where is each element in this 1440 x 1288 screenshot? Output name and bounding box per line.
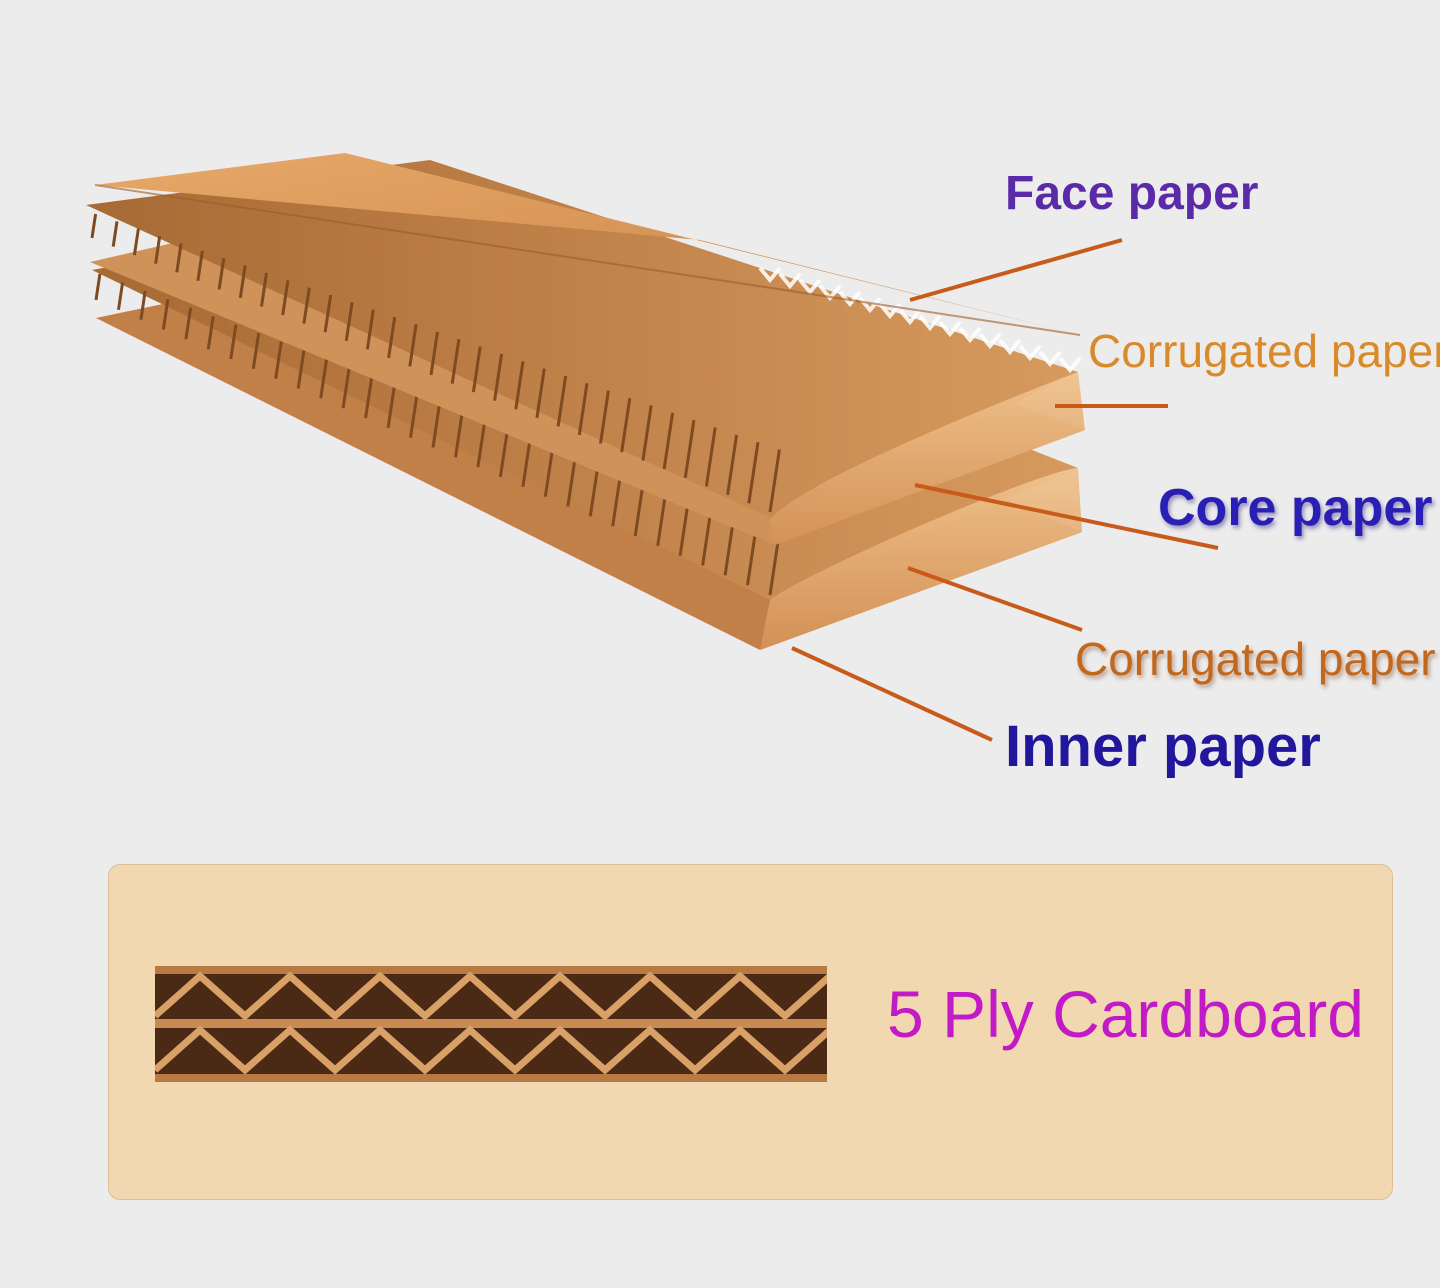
corrugated-paper-bottom-leader [907,566,1083,632]
corrugated-paper-top-label: Corrugated paper [1088,325,1440,377]
inner-paper-leader [791,646,993,742]
leader-lines [791,238,1219,742]
cross-section-panel: 5 Ply Cardboard [108,864,1393,1200]
panel-title: 5 Ply Cardboard [887,977,1364,1051]
cardboard-layers-illustration [86,153,1219,742]
upper-corrugated-layer [86,160,1085,545]
cross-section-lower-flute [155,1025,827,1075]
face-paper-label: Face paper [1005,167,1259,220]
inner-paper-label: Inner paper [1005,714,1321,779]
face-paper-layer [95,153,1080,335]
core-paper-leader [914,483,1219,550]
cross-section-top-liner [155,966,827,974]
core-paper-label: Core paper [1158,479,1433,537]
face-paper-leader [909,238,1123,302]
corrugated-paper-bottom-label: Corrugated paper [1075,633,1436,685]
cross-section-bottom-liner [155,1074,827,1082]
cross-section-upper-flute [155,971,827,1021]
cross-section-middle-liner [155,1019,827,1028]
five-ply-cross-section [155,966,827,1082]
